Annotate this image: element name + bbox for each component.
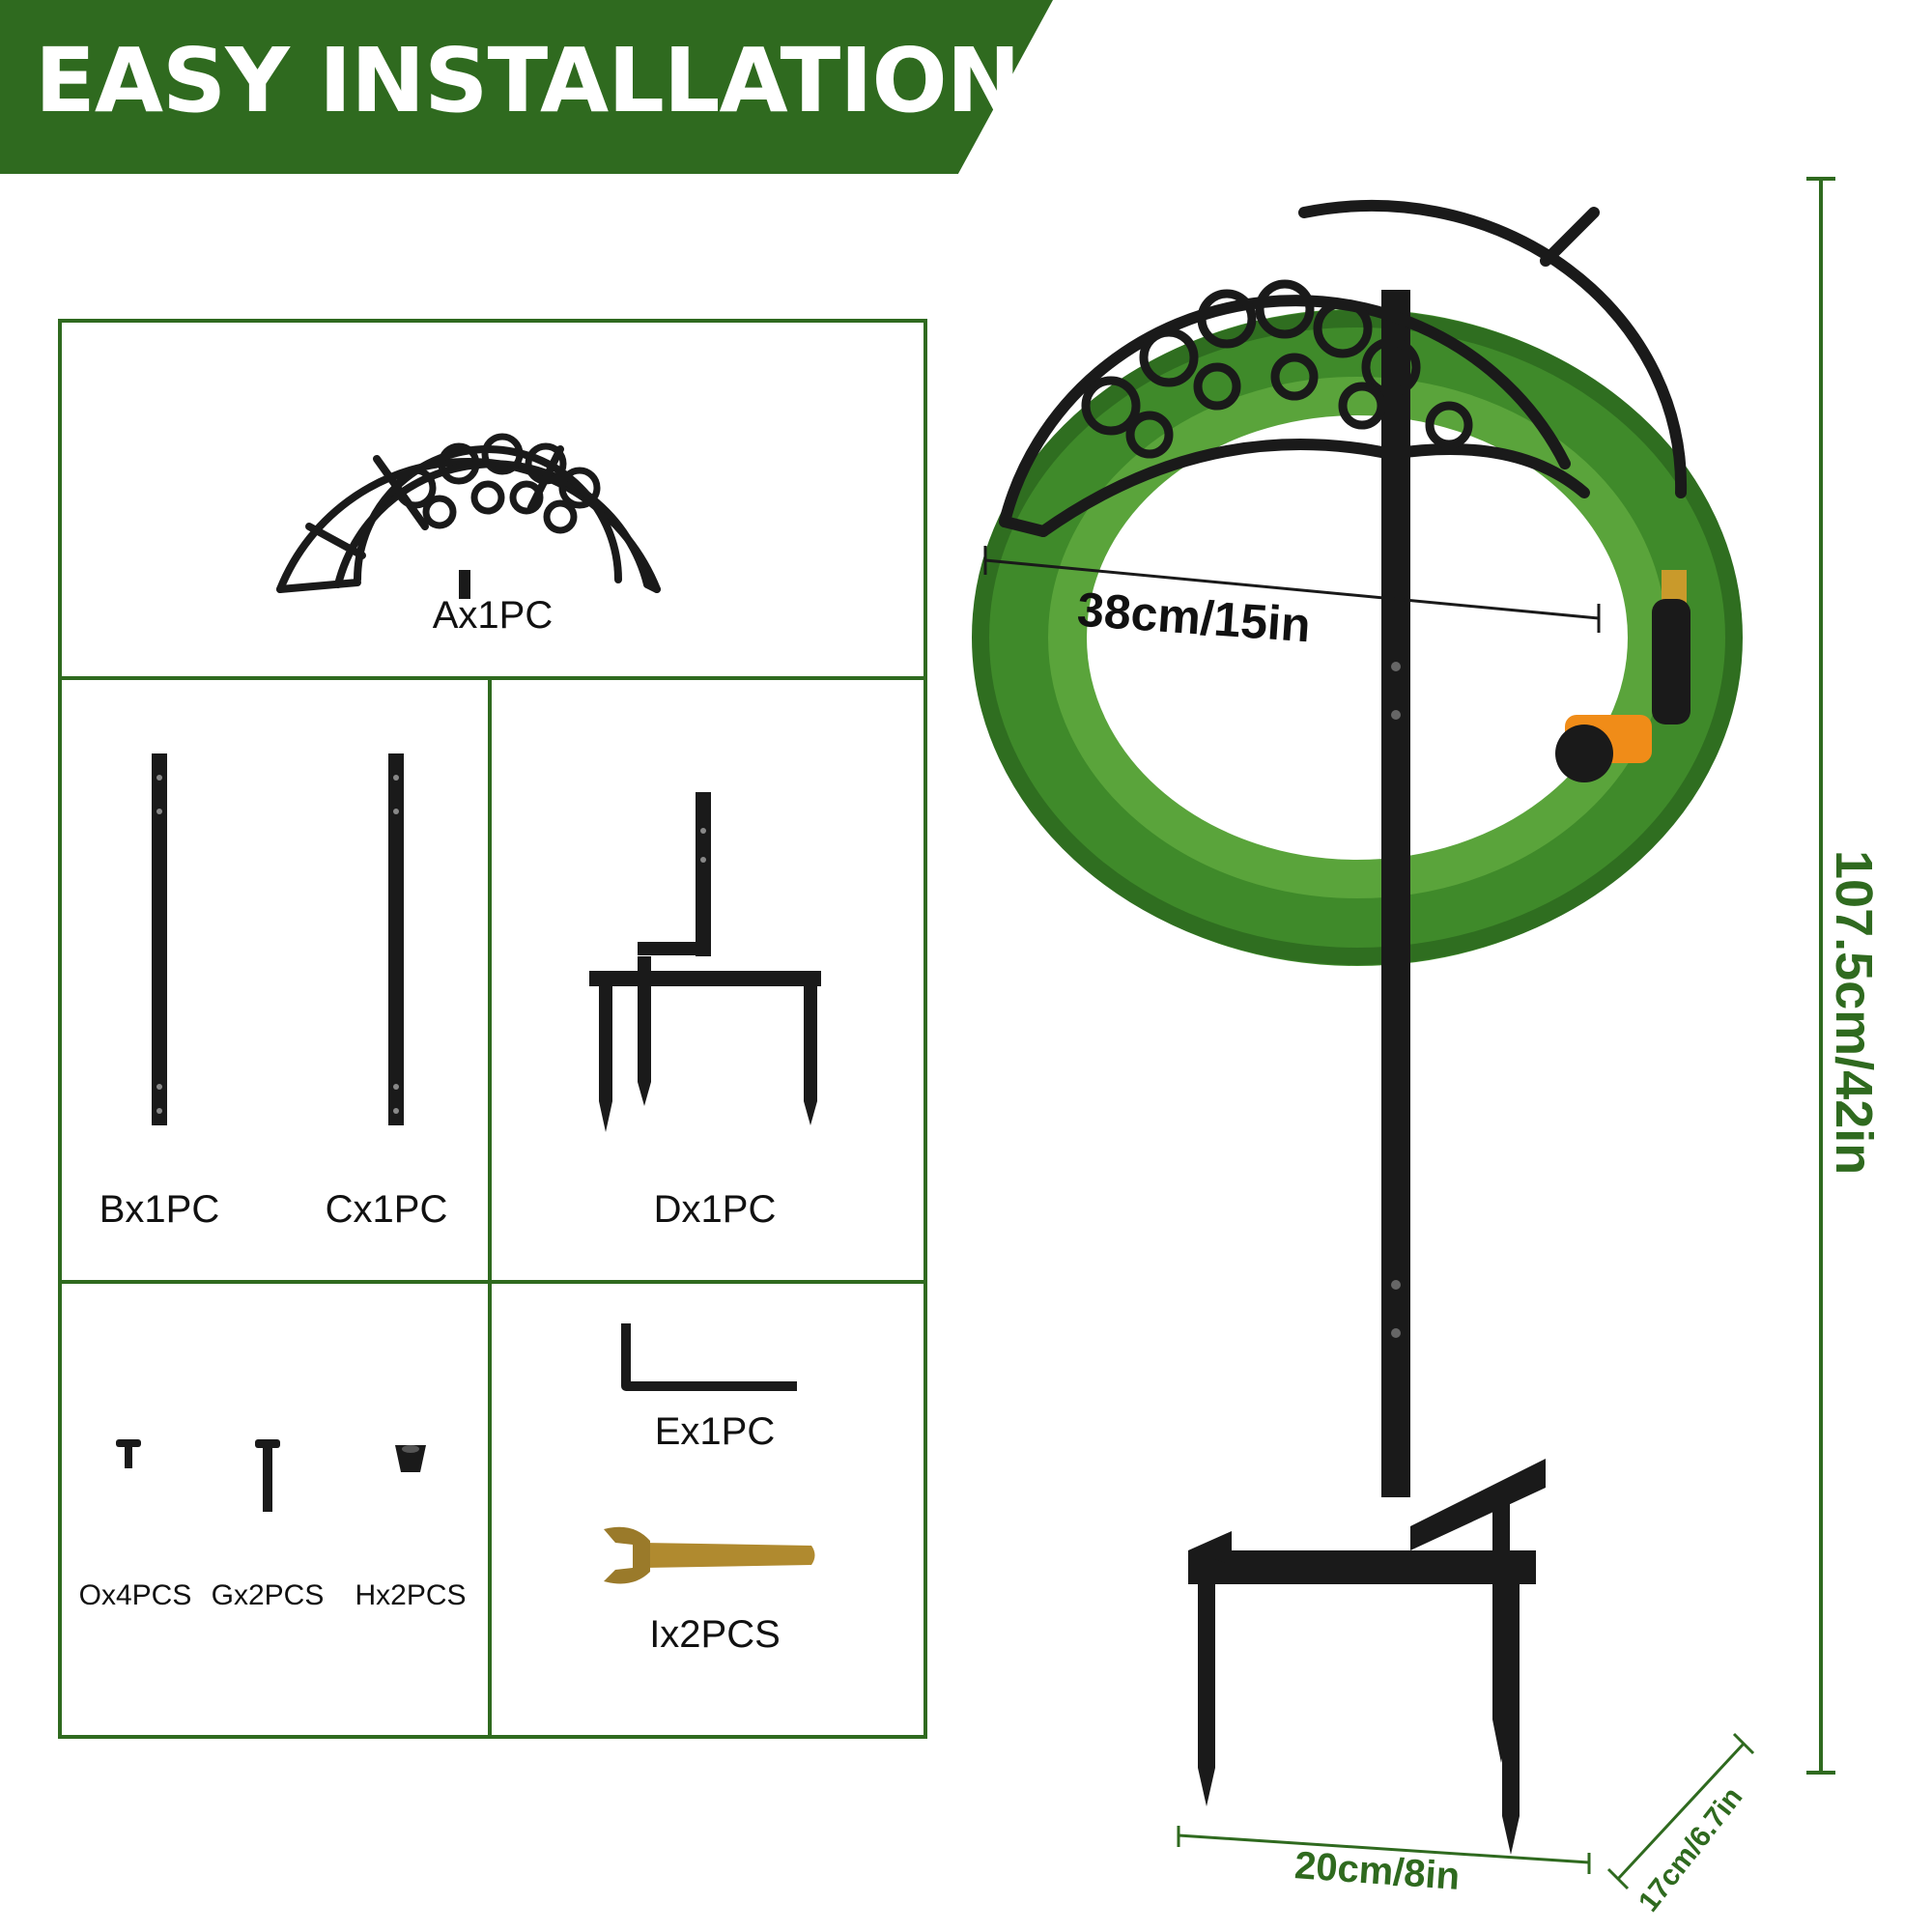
part-e-hex-key-image xyxy=(621,1323,797,1391)
parts-divider-v xyxy=(488,676,492,1739)
header-banner xyxy=(0,0,1053,174)
part-o-label: Ox4PCS xyxy=(78,1579,192,1611)
parts-divider-h1 xyxy=(58,676,927,680)
part-d-label: Dx1PC xyxy=(653,1188,777,1231)
part-b-label: Bx1PC xyxy=(99,1188,220,1231)
part-g-bolt-image xyxy=(255,1439,280,1512)
part-c-pole-image xyxy=(388,753,404,1125)
part-i-wrench-image xyxy=(604,1526,815,1584)
page-title: EASY INSTALLATION xyxy=(35,29,1021,132)
base-width-dimension-line xyxy=(1177,1826,1591,1874)
part-a-label: Ax1PC xyxy=(432,594,554,637)
part-h-label: Hx2PCS xyxy=(355,1579,467,1611)
part-h-nut-image xyxy=(395,1445,426,1472)
part-o-screw-image xyxy=(116,1439,141,1468)
part-c-label: Cx1PC xyxy=(325,1188,448,1231)
parts-divider-h2 xyxy=(58,1280,927,1284)
height-dimension-label: 107.5cm/42in xyxy=(1825,850,1883,1176)
base-depth-dimension-line xyxy=(1606,1732,1755,1890)
part-a-bracket-image xyxy=(276,433,661,599)
part-e-label: Ex1PC xyxy=(654,1410,776,1453)
height-dimension-line xyxy=(1806,177,1835,1775)
part-g-label: Gx2PCS xyxy=(211,1579,325,1611)
width-dimension-line xyxy=(983,546,1601,633)
hose-reel-stand-image xyxy=(972,199,1743,1855)
parts-panel xyxy=(58,319,927,1739)
part-i-label: Ix2PCS xyxy=(649,1613,781,1656)
part-b-pole-image xyxy=(152,753,167,1125)
part-d-base-image xyxy=(589,792,821,1132)
